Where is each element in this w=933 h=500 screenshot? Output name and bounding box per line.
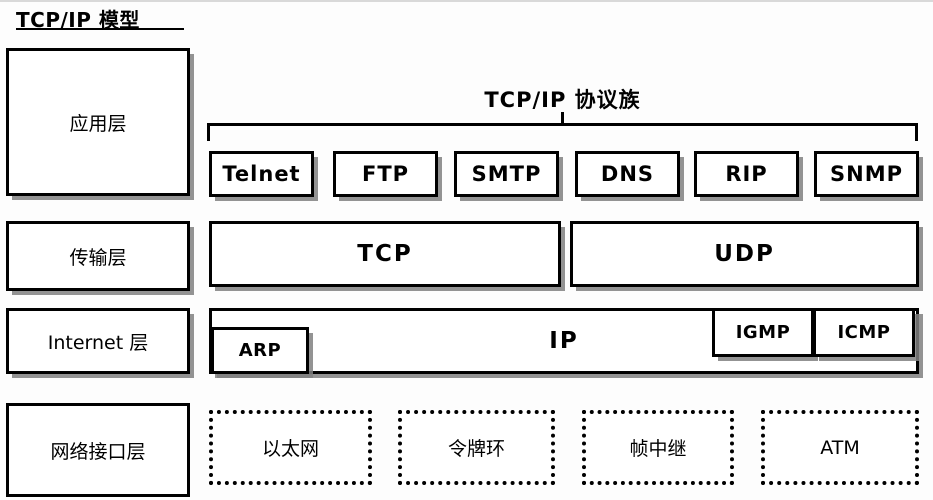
protocol-box-telnet: Telnet [209,151,314,197]
network-box-atm: ATM [761,410,919,485]
protocol-label-smtp: SMTP [471,162,542,186]
protocol-box-ftp: FTP [333,151,438,197]
layer-box-network-interface: 网络接口层 [6,403,190,497]
protocol-label-tcp: TCP [357,241,413,267]
network-box-frame-relay: 帧中继 [582,410,734,485]
network-label-frame-relay: 帧中继 [629,438,687,460]
network-box-ethernet: 以太网 [209,410,372,485]
network-label-atm: ATM [820,436,860,459]
layer-box-transport: 传输层 [6,221,190,291]
suite-title: TCP/IP 协议族 [484,88,641,112]
protocol-label-arp: ARP [238,340,282,361]
protocol-box-udp: UDP [570,221,919,287]
protocol-label-telnet: Telnet [222,162,301,186]
layer-box-internet: Internet 层 [6,308,190,374]
layer-label-application: 应用层 [69,112,127,135]
protocol-label-ftp: FTP [361,162,410,186]
protocol-label-snmp: SNMP [830,162,903,186]
protocol-label-icmp: ICMP [837,322,891,343]
suite-bracket [207,112,918,141]
protocol-box-snmp: SNMP [814,151,919,197]
protocol-box-rip: RIP [694,151,799,197]
protocol-box-tcp: TCP [209,221,561,287]
protocol-box-dns: DNS [575,151,680,197]
network-box-token-ring: 令牌环 [398,410,555,485]
network-label-ethernet: 以太网 [261,438,319,460]
protocol-label-igmp: IGMP [735,322,791,343]
layer-label-network-interface: 网络接口层 [50,440,146,463]
protocol-box-igmp: IGMP [712,308,814,357]
protocol-box-arp: ARP [211,327,309,374]
protocol-box-smtp: SMTP [454,151,559,197]
protocol-label-ip: IP [549,328,579,354]
network-label-token-ring: 令牌环 [447,438,505,460]
protocol-label-rip: RIP [725,162,768,186]
top-divider [0,0,933,2]
layer-label-internet: Internet 层 [47,331,149,354]
protocol-label-udp: UDP [714,241,775,267]
layer-label-transport: 传输层 [69,246,127,269]
layer-box-application: 应用层 [6,48,190,196]
protocol-label-dns: DNS [600,162,655,186]
page-title-underline [16,28,184,30]
protocol-box-icmp: ICMP [813,308,915,357]
